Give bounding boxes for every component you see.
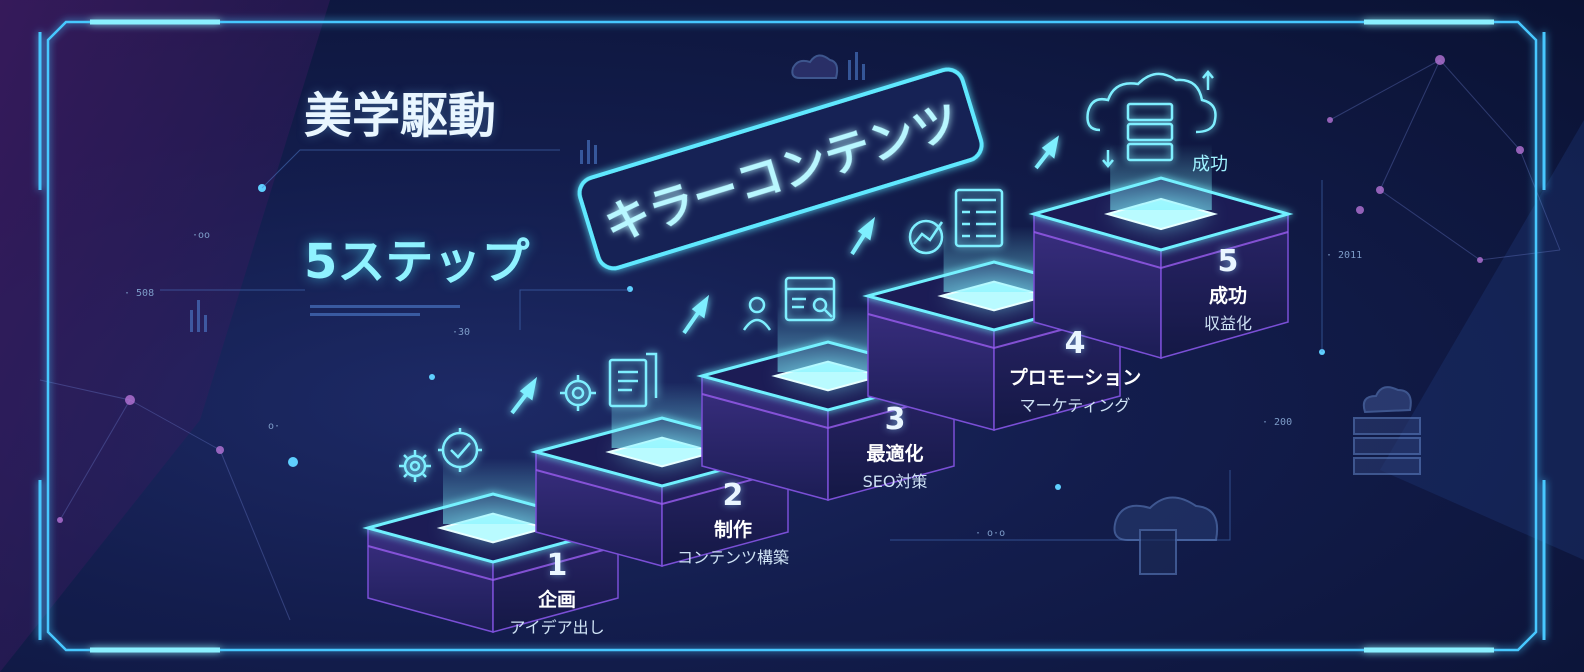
browser-search-icon [784, 276, 836, 322]
step-label-2: 2 制作 コンテンツ構築 [677, 478, 789, 568]
deco-code: · o·o [975, 528, 1006, 539]
step-beam [611, 382, 713, 448]
step-block-5 [1028, 144, 1294, 359]
step-beam [777, 306, 879, 372]
step-desc: コンテンツ構築 [676, 548, 790, 567]
circuit-lines [160, 149, 1323, 541]
hud-frame [38, 19, 1546, 653]
deco-code: ·oo [192, 230, 211, 241]
arrow-icon [682, 294, 710, 335]
cloud-server-icon [1086, 70, 1217, 168]
step-number: 5 [1217, 244, 1239, 279]
step-label-4: 4 プロモーション マーケティング [1009, 326, 1142, 416]
steps-group [362, 144, 1294, 633]
tint-right [1380, 120, 1584, 560]
step-title: 成功 [1208, 285, 1248, 307]
purple-tint-left [0, 0, 330, 672]
list-icon [954, 188, 1004, 248]
cloud-icon [1362, 386, 1412, 414]
network-lines [39, 59, 1561, 621]
deco-code: · 2011 [1326, 250, 1363, 261]
user-icon [742, 296, 772, 331]
step-number: 2 [722, 478, 744, 513]
arrows [510, 135, 1059, 415]
step-desc: マーケティング [1019, 396, 1131, 415]
checkmark-gear-icon [438, 428, 482, 472]
deco-cloud-servers [791, 54, 1421, 575]
step-desc: 収益化 [1203, 314, 1253, 333]
step-label-3: 3 最適化 SEO対策 [863, 402, 928, 492]
deco-code: · 200 [1262, 417, 1293, 428]
step-desc: アイデア出し [509, 618, 605, 637]
network-nodes [57, 55, 1524, 523]
cloud-icon [791, 54, 839, 79]
arrow-icon [510, 376, 538, 415]
heading-line2: 5ステップ [304, 234, 530, 290]
step-number: 4 [1064, 326, 1086, 361]
arrow-icon [1034, 135, 1059, 170]
gear-icon [399, 450, 431, 482]
step-label-5: 5 成功 収益化 [1204, 244, 1252, 334]
step-title: 企画 [537, 589, 577, 611]
step-title: プロモーション [1008, 367, 1142, 389]
deco-bars [190, 52, 865, 332]
gear-icon [560, 375, 596, 411]
step-stripe [367, 545, 619, 582]
step-desc: SEO対策 [862, 472, 928, 491]
server-icon [1139, 529, 1177, 575]
arrow-icon [850, 216, 876, 256]
step-icons [399, 70, 1217, 482]
step-number: 3 [884, 402, 906, 437]
deco-code: · 508 [124, 288, 155, 299]
step-stripe [535, 469, 789, 506]
deco-code: ·30 [452, 327, 471, 338]
step-stripe [1033, 231, 1289, 270]
success-tag: 成功 [1192, 154, 1228, 175]
deco-code: o· [268, 421, 281, 432]
heading-line1: 美学駆動 [304, 88, 497, 144]
document-icon [608, 352, 658, 408]
step-label-1: 1 企画 アイデア出し [509, 548, 604, 638]
killer-content-banner: キラーコンテンツ [577, 67, 984, 271]
step-number: 1 [546, 548, 568, 583]
step-title: 最適化 [866, 443, 924, 465]
chart-icon [908, 219, 944, 255]
step-title: 制作 [713, 519, 753, 541]
server-icon [1353, 417, 1421, 435]
